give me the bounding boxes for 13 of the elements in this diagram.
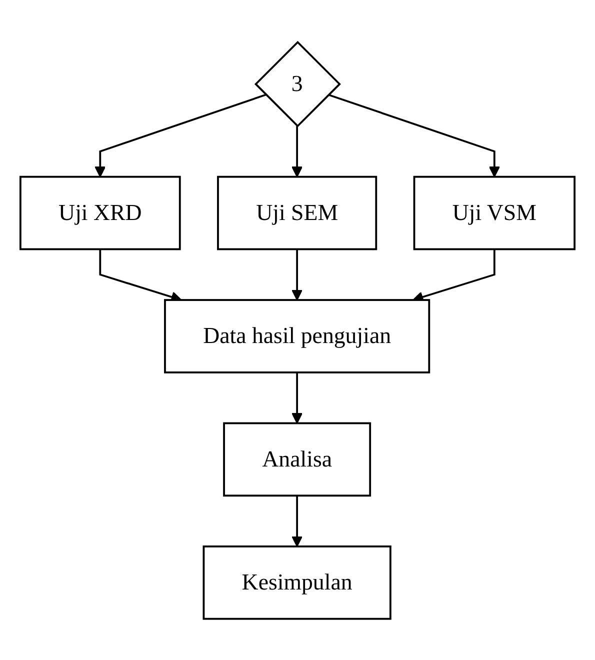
arrow	[291, 495, 303, 546]
node-diamond: 3	[254, 40, 341, 127]
arrow	[291, 126, 303, 177]
node-box: Uji SEM	[217, 175, 378, 250]
arrow	[291, 372, 303, 424]
node-box: Uji XRD	[20, 175, 181, 250]
node-box: Analisa	[223, 422, 372, 496]
arrow	[328, 93, 500, 177]
node-box: Kesimpulan	[202, 544, 392, 620]
arrow	[291, 248, 303, 300]
node-box: Uji VSM	[413, 175, 576, 250]
node-box: Data hasil pengujian	[164, 298, 430, 373]
arrow	[94, 93, 266, 177]
